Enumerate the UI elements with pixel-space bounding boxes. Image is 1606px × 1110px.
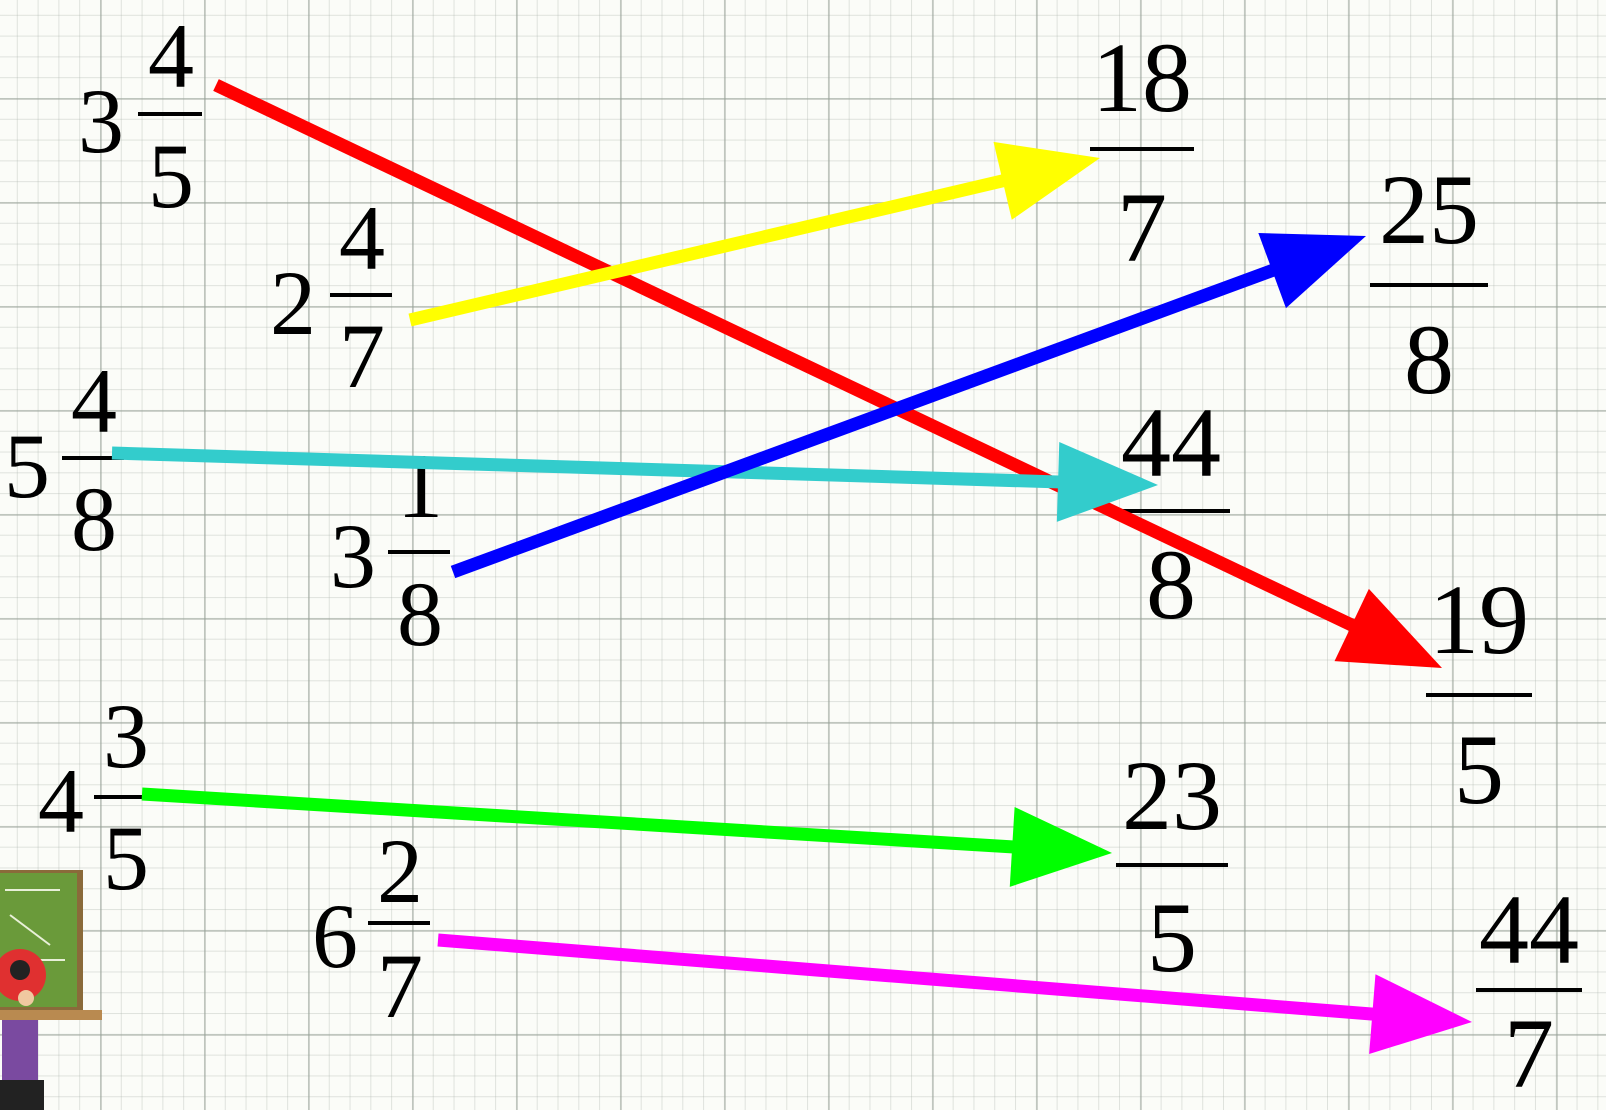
arrow-head — [1369, 974, 1472, 1054]
arrow-shaft — [438, 940, 1376, 1014]
arrow-m6-to-f6 — [438, 940, 1472, 1054]
arrow-head — [1010, 807, 1112, 887]
teacher-at-chalkboard-icon — [0, 870, 110, 1110]
arrow-m5-to-f5 — [142, 794, 1112, 887]
arrow-head — [1335, 589, 1442, 668]
arrow-shaft — [410, 180, 1007, 320]
arrow-shaft — [112, 453, 1062, 482]
arrow-shaft — [142, 794, 1016, 847]
arrow-shaft — [216, 85, 1355, 627]
arrow-head — [994, 142, 1100, 220]
arrow-m1-to-f4 — [216, 85, 1442, 668]
arrow-head — [1258, 233, 1366, 308]
